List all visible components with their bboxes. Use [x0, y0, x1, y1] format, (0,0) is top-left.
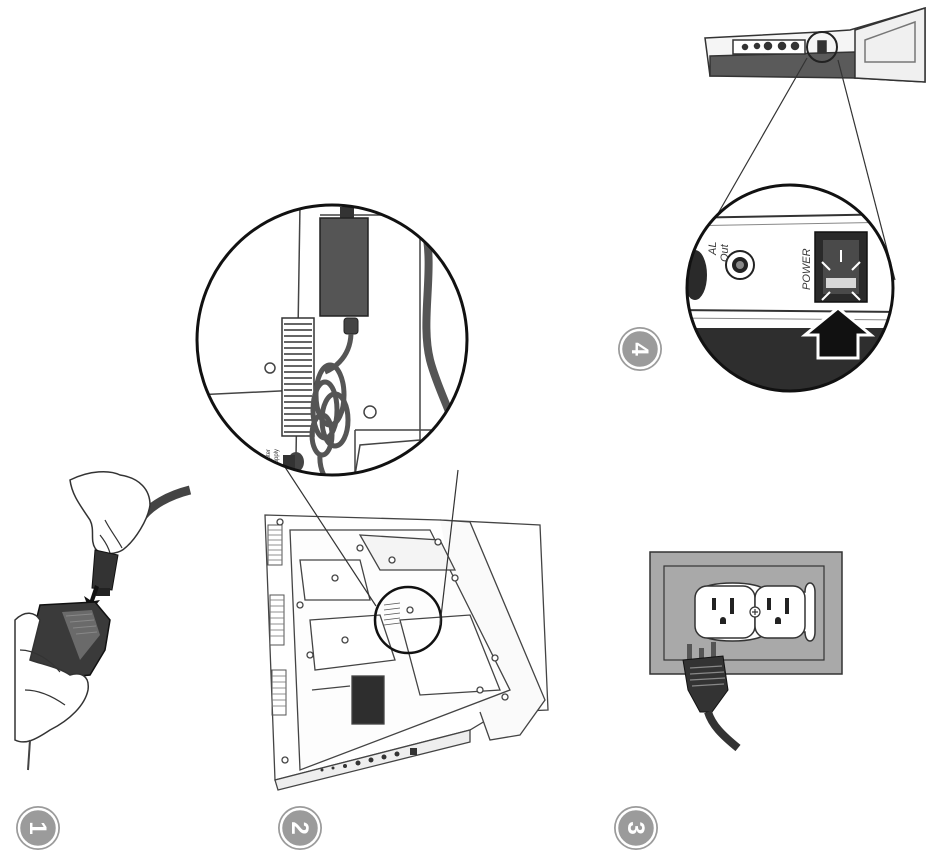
step-number-2: 2 — [286, 821, 313, 834]
step-badge-2: 2 — [278, 806, 322, 850]
holding-hand-icon — [14, 612, 89, 743]
audio-out-label-line1: AL — [707, 242, 719, 256]
coiled-cable-icon — [309, 333, 372, 475]
outlet-icon — [694, 582, 816, 642]
adapter-label-line2: Power supply — [274, 449, 280, 485]
step-number-3: 3 — [622, 821, 649, 834]
power-switch-icon — [814, 231, 868, 303]
step-number-1: 1 — [24, 821, 51, 834]
press-up-arrow-icon — [800, 306, 876, 360]
step-badge-3: 3 — [614, 806, 658, 850]
step-badges: 1 2 3 4 — [16, 327, 662, 850]
step-badge-4: 4 — [618, 327, 662, 371]
audio-out-label-line2: Out — [719, 243, 731, 262]
wall-plug-icon — [682, 642, 741, 752]
step-4-illustration: AL Out POWER — [685, 6, 926, 393]
lock-knob-icon — [283, 452, 304, 472]
step-3-illustration — [649, 551, 843, 752]
plug-connector-icon — [91, 549, 119, 596]
power-panel-labels: AL Out POWER — [707, 242, 813, 290]
laptop-underside-icon — [264, 514, 549, 791]
step-badge-1: 1 — [16, 806, 60, 850]
adapter-compartment-closeup: Adapter Power supply — [197, 205, 467, 485]
step-2-illustration: Adapter Power supply — [195, 203, 549, 791]
hand-icon — [69, 470, 151, 555]
power-adapter-icon — [319, 207, 369, 335]
audio-out-jack-icon — [725, 250, 755, 280]
power-label: POWER — [801, 248, 813, 290]
power-panel-closeup — [687, 185, 893, 391]
projector-icon — [704, 6, 926, 83]
step-number-4: 4 — [626, 342, 653, 356]
step-1-illustration — [14, 470, 192, 771]
